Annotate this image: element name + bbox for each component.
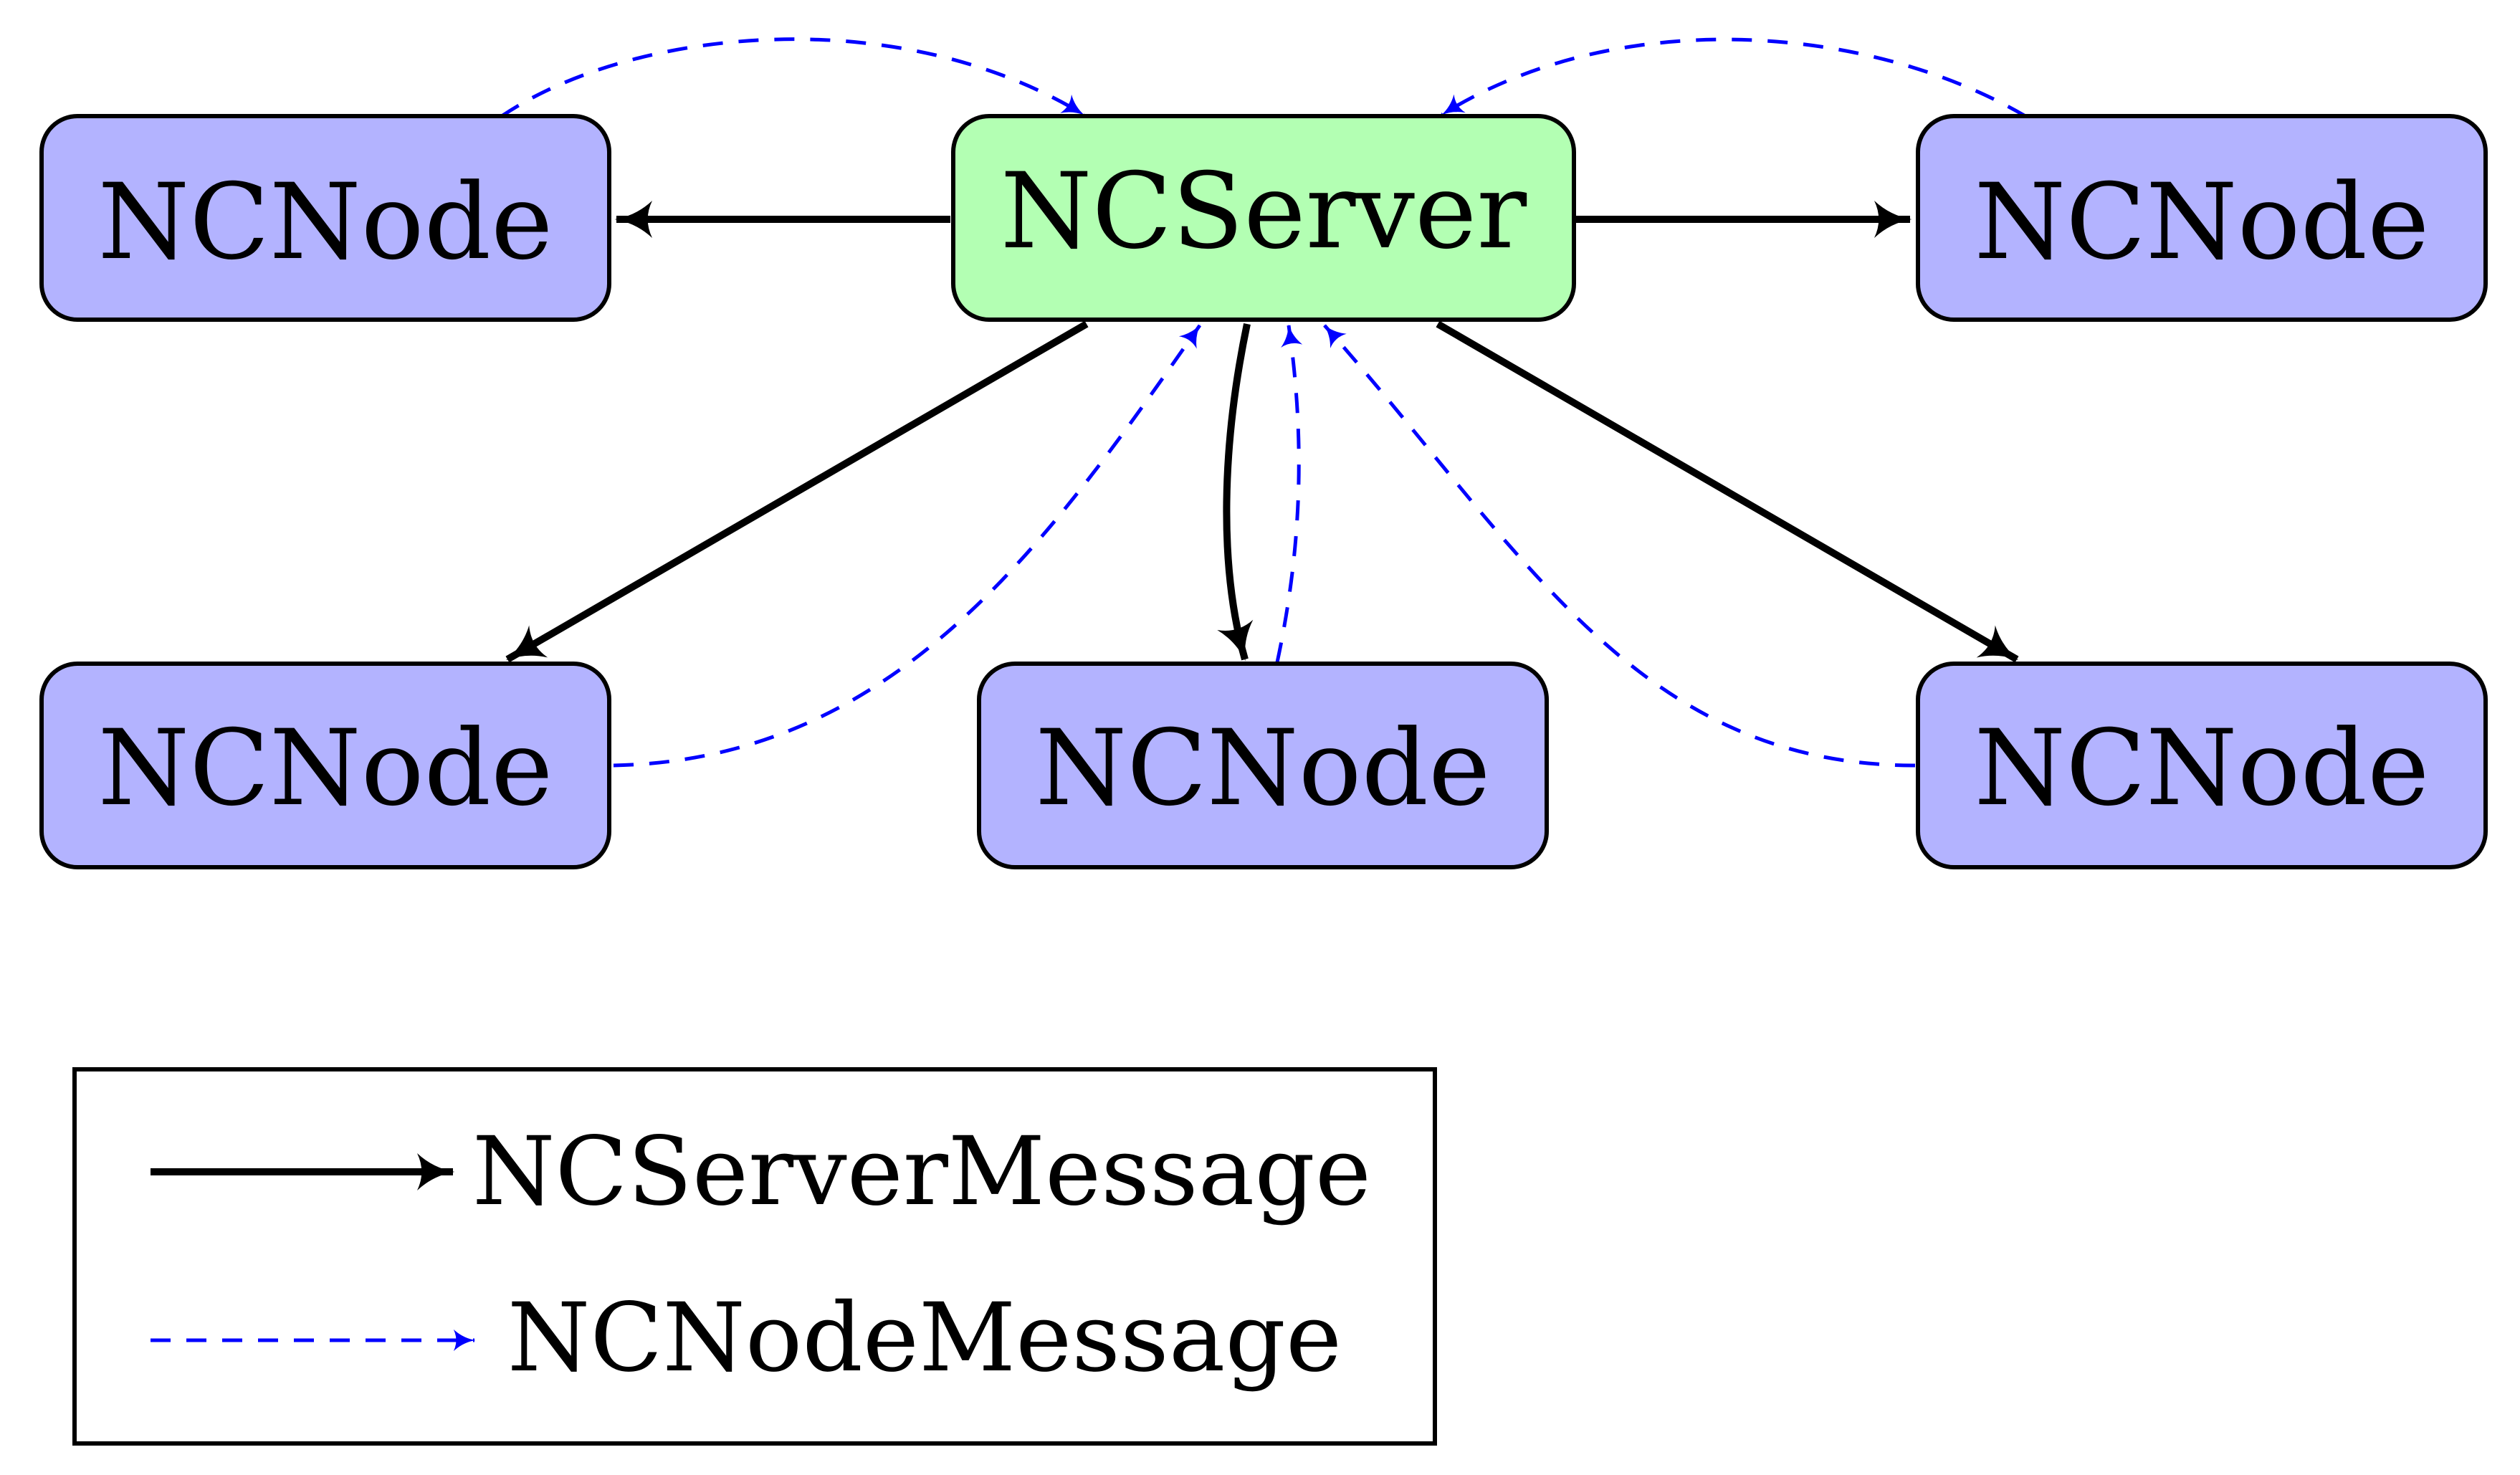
arrow-server-to-node-bottom-middle <box>1217 323 1254 662</box>
legend-node-message-label: NCNodeMessage <box>507 1283 1342 1393</box>
node-label: NCNode <box>1975 707 2430 829</box>
node-box-bottom-left: NCNode <box>39 662 611 869</box>
arrow-server-to-node-bottom-right <box>1436 320 2019 663</box>
node-box-shape <box>977 662 1549 869</box>
server-label: NCServer <box>1001 151 1527 272</box>
node-label: NCNode <box>98 707 553 829</box>
node-box-top-right: NCNode <box>1916 114 2488 322</box>
node-box-shape <box>1916 114 2488 322</box>
server-box-shape <box>951 114 1576 322</box>
arrow-server-to-node-bottom-left <box>505 320 1089 663</box>
node-box-bottom-right: NCNode <box>1916 662 2488 869</box>
node-box-top-left: NCNode <box>39 114 611 322</box>
legend-frame <box>72 1067 1437 1446</box>
legend: NCServerMessage NCNodeMessage <box>72 1067 1437 1446</box>
node-label: NCNode <box>1975 161 2430 283</box>
node-box-bottom-middle: NCNode <box>977 662 1549 869</box>
arrow-node-top-right-to-server <box>1441 37 2027 118</box>
node-box-shape <box>39 662 611 869</box>
arrow-node-bottom-middle-to-server <box>1275 324 1303 663</box>
node-box-shape <box>39 114 611 322</box>
node-box-shape <box>1916 662 2488 869</box>
node-message-arrows <box>500 37 2027 768</box>
node-label: NCNode <box>98 161 553 283</box>
arrow-node-bottom-left-to-server <box>613 324 1202 768</box>
arrow-node-top-left-to-server <box>500 37 1085 118</box>
legend-server-message-label: NCServerMessage <box>472 1117 1371 1227</box>
server-box: NCServer <box>951 114 1576 322</box>
node-label: NCNode <box>1036 707 1491 829</box>
server-message-arrows <box>505 201 2019 663</box>
arrow-node-bottom-right-to-server <box>1323 324 1916 768</box>
